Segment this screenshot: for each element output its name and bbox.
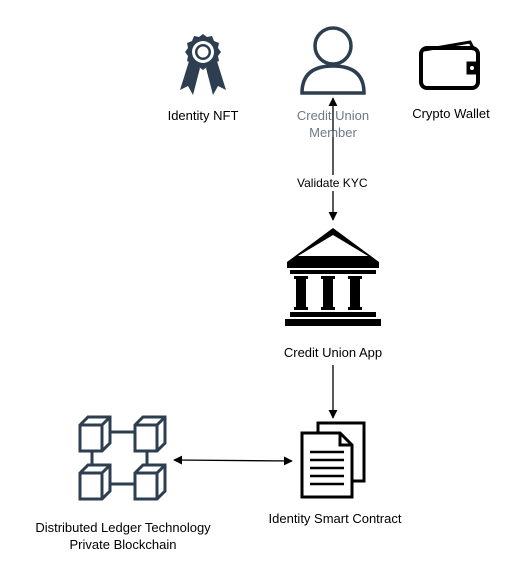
- member-label-line1: Credit Union: [296, 108, 370, 123]
- documents-icon: [300, 421, 366, 499]
- contract-label: Identity Smart Contract: [268, 511, 402, 526]
- member-label-line2: Member: [309, 125, 357, 140]
- validate-kyc-label: Validate KYC: [295, 175, 370, 191]
- block-top-left: [78, 415, 112, 453]
- blockchain-cubes-icon: [78, 415, 167, 501]
- edge-dlt-contract: [173, 455, 293, 466]
- wallet-label: Crypto Wallet: [412, 106, 490, 121]
- app-label: Credit Union App: [283, 345, 383, 360]
- user-icon: [300, 26, 366, 95]
- block-bottom-right: [133, 463, 167, 501]
- dlt-label-line2: Private Blockchain: [69, 537, 177, 552]
- identity-nft-label: Identity NFT: [167, 108, 239, 123]
- block-top-right: [133, 415, 167, 453]
- bank-building-icon: [285, 228, 381, 326]
- award-ribbon-icon: [180, 34, 226, 95]
- dlt-label-line1: Distributed Ledger Technology: [35, 520, 211, 535]
- block-bottom-left: [78, 463, 112, 501]
- wallet-icon: [419, 40, 480, 90]
